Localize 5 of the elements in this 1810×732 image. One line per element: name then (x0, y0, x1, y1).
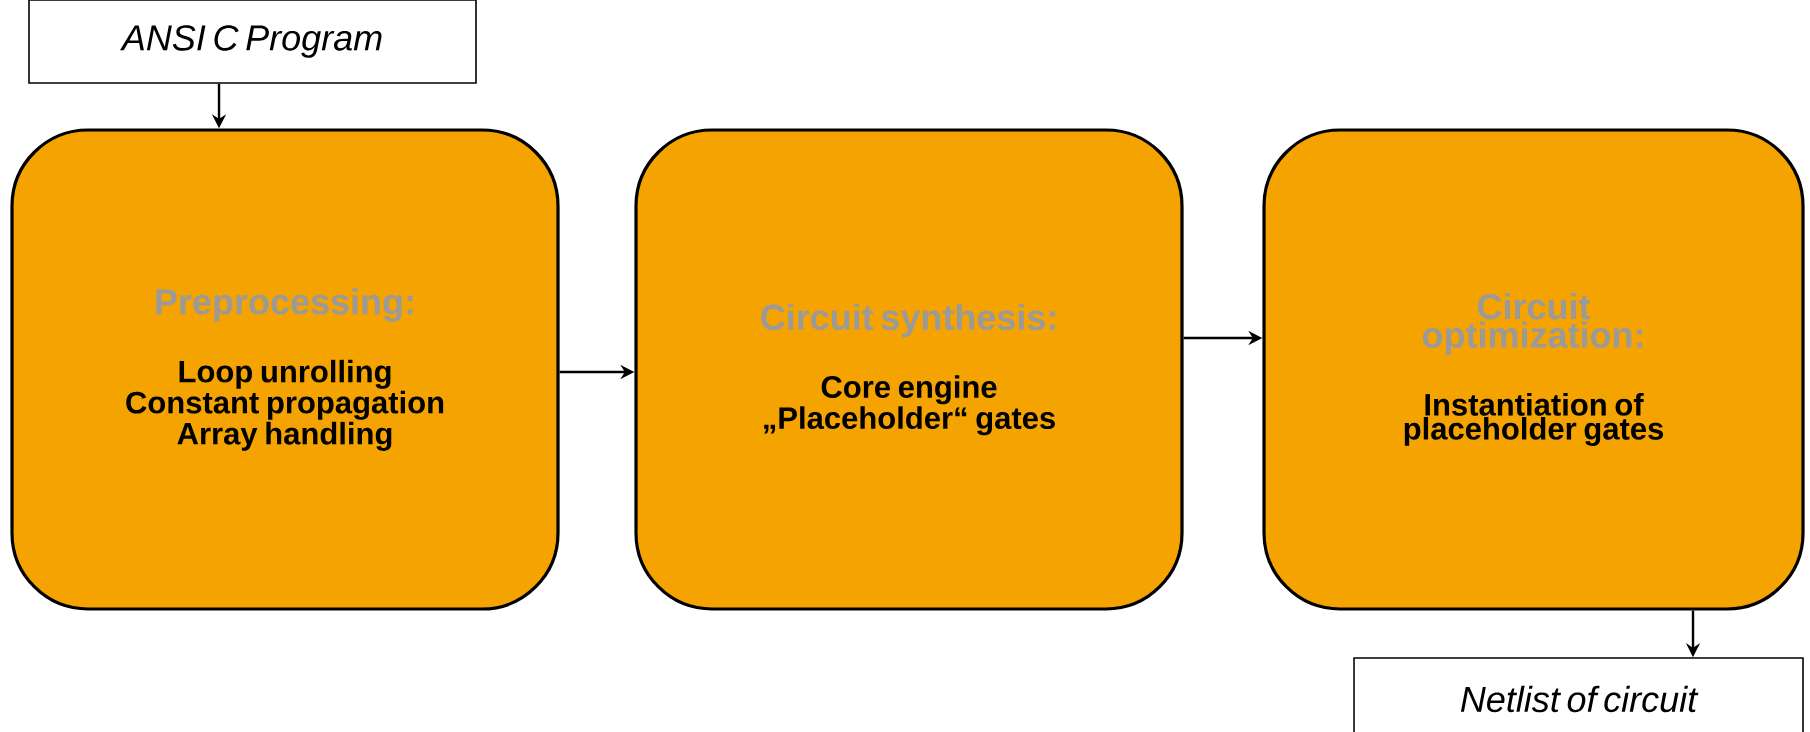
input-output-box: Netlist of circuit (1353, 657, 1804, 732)
input-output-box: ANSI C Program (28, 0, 477, 84)
process-box: Preprocessing: Loop unrolling Constant propagation Array handling (10, 128, 560, 611)
process-box: Circuit synthesis: Core engine „Placeholder“ gates (634, 128, 1184, 611)
process-box: Circuit optimization: Instantiation of placeholder gates (1262, 128, 1805, 611)
